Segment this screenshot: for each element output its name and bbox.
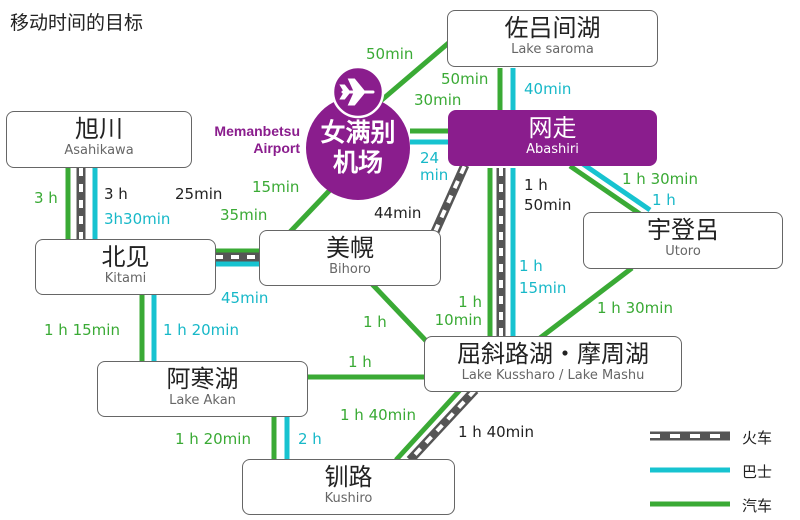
time-bihoro-abashiri-train: 44min: [374, 204, 422, 222]
node-saroma[interactable]: 佐吕间湖 Lake saroma: [447, 10, 658, 67]
node-asahikawa[interactable]: 旭川 Asahikawa: [6, 111, 192, 168]
route-bihoro-abashiri-train: [430, 163, 470, 234]
route-kussharo-kushiro-train: [406, 386, 479, 464]
time-abashiri-utoro-bus: 1 h: [652, 191, 676, 209]
node-kushiro-zh: 钏路: [324, 463, 373, 491]
node-utoro-zh: 宇登呂: [647, 216, 719, 244]
time-kitami-bihoro-train: 25min: [175, 185, 223, 203]
time-abashiri-kussharo-bus: 1 h 15min: [519, 255, 566, 299]
time-asahikawa-kitami-bus: 3h30min: [104, 210, 171, 228]
bus-routes: [92, 68, 652, 460]
time-akan-kushiro-bus: 2 h: [298, 430, 322, 448]
node-asahikawa-en: Asahikawa: [64, 143, 134, 158]
airport-zh-line1: 女满别: [320, 118, 396, 147]
time-kitami-bihoro-bus: 45min: [221, 289, 269, 307]
time-asahikawa-kitami-car: 3 h: [34, 189, 58, 207]
node-kitami[interactable]: 北见 Kitami: [35, 239, 216, 295]
car-routes: [65, 38, 642, 462]
time-abashiri-kussharo-train-2: 50min: [524, 196, 572, 214]
node-akan-zh: 阿寒湖: [166, 365, 239, 393]
time-abashiri-kussharo-bus-1: 1 h: [519, 257, 543, 275]
airport-english-label: Memanbetsu Airport: [196, 123, 300, 157]
time-utoro-kussharo: 1 h 30min: [597, 299, 673, 317]
time-airport-abashiri-car: 30min: [414, 91, 462, 109]
node-kussharo-zh: 屈斜路湖・摩周湖: [457, 340, 649, 368]
time-abashiri-kussharo-car: 1 h 10min: [424, 293, 482, 329]
route-abashiri-utoro-bus: [578, 159, 652, 213]
time-airport-abashiri-bus: 24 min: [420, 150, 448, 184]
node-utoro-en: Utoro: [665, 244, 701, 259]
time-abashiri-kussharo-train: 1 h 50min: [524, 175, 571, 215]
time-kussharo-kushiro-train: 1 h 40min: [458, 423, 534, 441]
node-bihoro-en: Bihoro: [329, 262, 371, 277]
time-kitami-akan-bus: 1 h 20min: [163, 321, 239, 339]
node-kussharo[interactable]: 屈斜路湖・摩周湖 Lake Kussharo / Lake Mashu: [424, 336, 682, 392]
time-kitami-akan-car: 1 h 15min: [44, 321, 120, 339]
node-kushiro[interactable]: 钏路 Kushiro: [242, 459, 455, 515]
time-kitami-bihoro-car: 35min: [220, 206, 268, 224]
airport-zh-line2: 机场: [332, 148, 383, 177]
node-abashiri-zh: 网走: [528, 114, 577, 142]
route-airport-bihoro-car: [288, 188, 332, 234]
route-utoro-kussharo-car: [538, 266, 634, 340]
node-akan[interactable]: 阿寒湖 Lake Akan: [97, 361, 308, 417]
time-airport-saroma: 50min: [366, 45, 414, 63]
node-kitami-en: Kitami: [104, 271, 147, 286]
node-abashiri-en: Abashiri: [526, 142, 579, 157]
airport-circle[interactable]: [306, 96, 410, 200]
node-saroma-zh: 佐吕间湖: [504, 14, 601, 42]
time-abashiri-kussharo-car-2: 10min: [434, 311, 482, 329]
node-kushiro-en: Kushiro: [324, 491, 373, 506]
time-airport-abashiri-bus-1: 24: [420, 149, 440, 167]
airport-chinese-label: 女满别 机场: [306, 118, 410, 178]
time-kussharo-kushiro-car: 1 h 40min: [340, 406, 416, 424]
node-saroma-en: Lake saroma: [511, 42, 594, 57]
time-abashiri-saroma-bus: 40min: [524, 80, 572, 98]
route-airport-saroma-car: [368, 38, 454, 112]
node-asahikawa-zh: 旭川: [75, 115, 123, 143]
legend-bus-label: 巴士: [742, 463, 773, 481]
page-title: 移动时间的目标: [10, 12, 144, 34]
node-kitami-zh: 北见: [101, 243, 150, 271]
node-kussharo-en: Lake Kussharo / Lake Mashu: [461, 368, 645, 383]
airport-en-line2: Airport: [253, 140, 300, 156]
time-akan-kushiro-car: 1 h 20min: [175, 430, 251, 448]
node-utoro[interactable]: 宇登呂 Utoro: [583, 212, 783, 269]
time-abashiri-kussharo-train-1: 1 h: [524, 176, 548, 194]
route-abashiri-utoro-car: [568, 163, 642, 217]
time-abashiri-kussharo-bus-2: 15min: [519, 279, 567, 297]
legend-car-label: 汽车: [742, 497, 773, 515]
time-asahikawa-kitami-train: 3 h: [104, 185, 128, 203]
legend-train-label: 火车: [742, 429, 773, 447]
time-airport-abashiri-bus-2: min: [420, 166, 449, 184]
time-akan-kussharo: 1 h: [348, 353, 372, 371]
node-abashiri[interactable]: 网走 Abashiri: [448, 110, 657, 166]
train-routes: [76, 163, 506, 464]
time-bihoro-kussharo: 1 h: [363, 313, 387, 331]
time-abashiri-utoro-car: 1 h 30min: [622, 170, 698, 188]
node-bihoro-zh: 美幌: [326, 234, 374, 262]
airplane-icon: [331, 65, 385, 119]
route-bihoro-kussharo-car: [370, 282, 432, 347]
airport-en-line1: Memanbetsu: [214, 123, 300, 139]
time-abashiri-saroma-car: 50min: [441, 70, 489, 88]
node-akan-en: Lake Akan: [169, 393, 236, 408]
node-bihoro[interactable]: 美幌 Bihoro: [259, 230, 441, 286]
time-airport-bihoro: 15min: [252, 178, 300, 196]
route-kussharo-kushiro-car: [394, 388, 462, 462]
time-abashiri-kussharo-car-1: 1 h: [458, 293, 482, 311]
